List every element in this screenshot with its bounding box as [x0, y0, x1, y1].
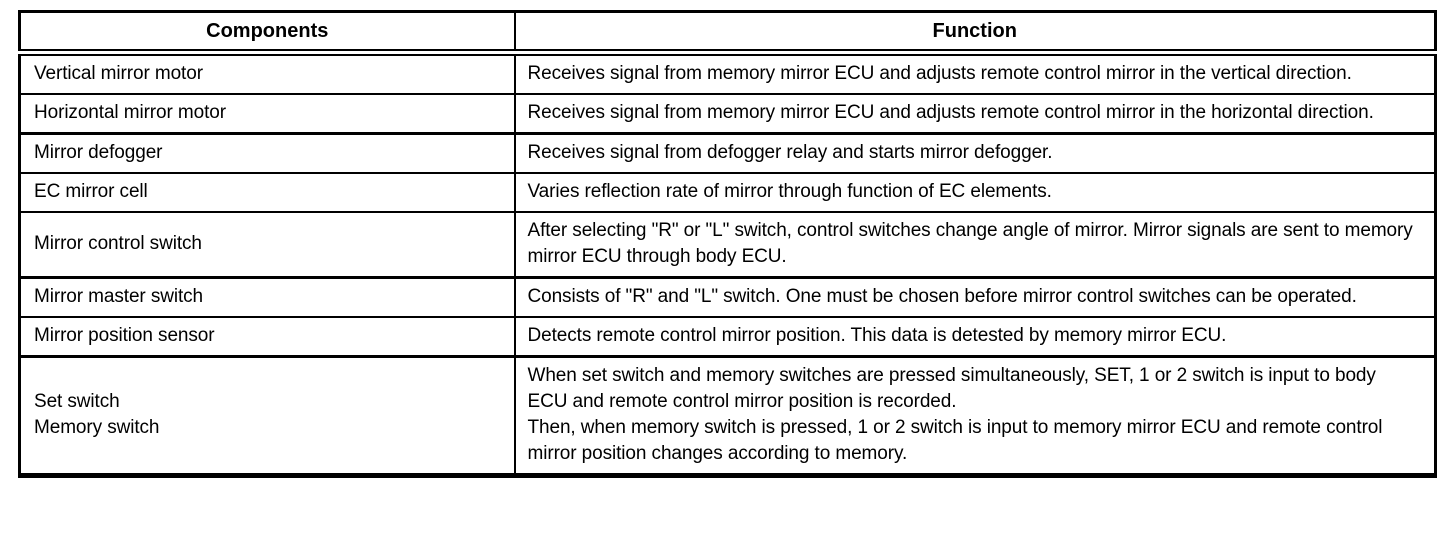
- column-header-components: Components: [18, 10, 516, 56]
- component-cell: Vertical mirror motor: [18, 51, 516, 95]
- table-row: Set switch Memory switch When set switch…: [18, 355, 1437, 477]
- function-cell: Varies reflection rate of mirror through…: [513, 172, 1437, 213]
- table-header-row: Components Function: [18, 10, 1437, 56]
- function-cell: Receives signal from memory mirror ECU a…: [513, 93, 1437, 135]
- function-cell: Detects remote control mirror position. …: [513, 316, 1437, 358]
- component-cell: EC mirror cell: [18, 172, 516, 213]
- table-row: Mirror control switch After selecting "R…: [18, 211, 1437, 279]
- component-cell: Mirror defogger: [18, 132, 516, 174]
- table-row: Mirror master switch Consists of "R" and…: [18, 276, 1437, 318]
- function-cell: Receives signal from defogger relay and …: [513, 132, 1437, 174]
- table-row: Mirror defogger Receives signal from def…: [18, 132, 1437, 174]
- component-cell: Set switch Memory switch: [18, 355, 516, 477]
- function-cell: Consists of "R" and "L" switch. One must…: [513, 276, 1437, 318]
- function-cell: When set switch and memory switches are …: [513, 355, 1437, 477]
- function-cell: Receives signal from memory mirror ECU a…: [513, 51, 1437, 95]
- table-body: Vertical mirror motor Receives signal fr…: [18, 51, 1437, 477]
- table-row: Horizontal mirror motor Receives signal …: [18, 93, 1437, 135]
- column-header-function: Function: [513, 10, 1437, 56]
- table-row: Mirror position sensor Detects remote co…: [18, 316, 1437, 358]
- table-row: EC mirror cell Varies reflection rate of…: [18, 172, 1437, 213]
- table-row: Vertical mirror motor Receives signal fr…: [18, 51, 1437, 95]
- function-cell: After selecting "R" or "L" switch, contr…: [513, 211, 1437, 279]
- component-cell: Horizontal mirror motor: [18, 93, 516, 135]
- components-function-table: Components Function Vertical mirror moto…: [18, 10, 1437, 478]
- component-cell: Mirror control switch: [18, 211, 516, 279]
- component-cell: Mirror position sensor: [18, 316, 516, 358]
- component-cell: Mirror master switch: [18, 276, 516, 318]
